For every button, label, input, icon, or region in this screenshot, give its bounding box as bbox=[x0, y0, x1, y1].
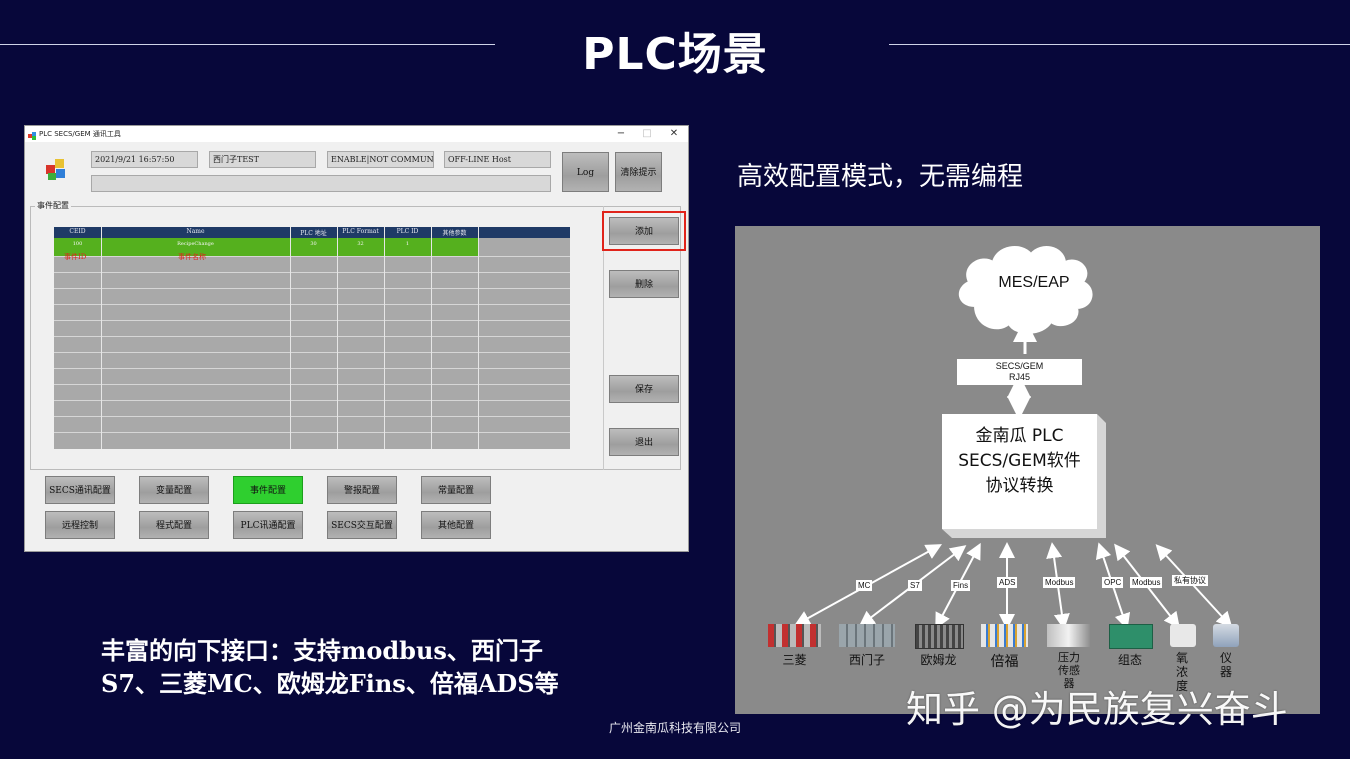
box-line3: 协议转换 bbox=[985, 476, 1054, 496]
delete-button[interactable]: 删除 bbox=[609, 270, 679, 298]
company-footer: 广州金南瓜科技有限公司 bbox=[608, 721, 741, 735]
description-line-2: S7、三菱MC、欧姆龙Fins、倍福ADS等 bbox=[101, 669, 559, 698]
zhihu-watermark: 知乎 @为民族复兴奋斗 bbox=[906, 688, 1288, 731]
minimize-button[interactable]: − bbox=[616, 128, 626, 139]
device-label-config: 组态 bbox=[1117, 653, 1142, 667]
app-icon bbox=[28, 130, 36, 140]
description-line-1: 丰富的向下接口：支持modbus、西门子 bbox=[101, 636, 543, 665]
tagline: 高效配置模式，无需编程 bbox=[737, 162, 1024, 192]
device-label-pressure-sensor: 压力传感器 bbox=[1058, 651, 1080, 690]
link-label-line1: SECS/GEM bbox=[995, 361, 1044, 371]
slide-title: PLC场景 bbox=[582, 29, 768, 80]
nav-event-config[interactable]: 事件配置 bbox=[233, 476, 303, 504]
panel-divider bbox=[603, 206, 604, 470]
comm-state-field: ENABLE|NOT COMMUNICATI bbox=[327, 151, 434, 168]
window-title: PLC SECS/GEM 通讯工具 bbox=[39, 130, 121, 138]
group-label: 事件配置 bbox=[35, 200, 71, 211]
exit-button[interactable]: 退出 bbox=[609, 428, 679, 456]
col-header-plc-format: PLC Format bbox=[342, 228, 379, 235]
oxygen-sensor-image bbox=[1170, 624, 1196, 647]
box-line1: 金南瓜 PLC bbox=[975, 426, 1064, 446]
nav-secs-interaction-config[interactable]: SECS交互配置 bbox=[327, 511, 397, 539]
table-header bbox=[54, 227, 570, 238]
cloud-label: MES/EAP bbox=[998, 274, 1070, 291]
annotation-event-name: 事件名称 bbox=[178, 253, 206, 261]
header-rule-right bbox=[889, 44, 1350, 45]
protocol-private: 私有协议 bbox=[1172, 575, 1208, 586]
device-label-siemens: 西门子 bbox=[848, 653, 885, 667]
maximize-button[interactable]: □ bbox=[642, 128, 652, 139]
nav-plc-comm-config[interactable]: PLC讯通配置 bbox=[233, 511, 303, 539]
pressure-sensor-image bbox=[1047, 624, 1090, 647]
event-table[interactable]: CEID Name PLC 地址 PLC Format PLC ID 其他参数 … bbox=[54, 227, 570, 449]
config-board-image bbox=[1109, 624, 1153, 649]
add-button-highlight bbox=[602, 211, 686, 251]
header-rule-left bbox=[0, 44, 495, 45]
message-bar bbox=[91, 175, 551, 192]
clear-messages-button[interactable]: 清除提示 bbox=[615, 152, 662, 192]
col-header-plc-id: PLC ID bbox=[396, 228, 419, 235]
protocol-modbus-2: Modbus bbox=[1130, 577, 1163, 588]
siemens-plc-image bbox=[839, 624, 895, 647]
protocol-s7: S7 bbox=[908, 580, 922, 591]
nav-variable-config[interactable]: 变量配置 bbox=[139, 476, 209, 504]
device-label-oxygen: 氧浓度 bbox=[1175, 651, 1188, 693]
protocol-ads: ADS bbox=[997, 577, 1018, 588]
beckhoff-plc-image bbox=[981, 624, 1028, 647]
cell-plc-format: 32 bbox=[357, 241, 364, 247]
col-header-name: Name bbox=[186, 228, 205, 235]
box-line2: SECS/GEM软件 bbox=[958, 451, 1081, 471]
interface-description: 丰富的向下接口：支持modbus、西门子 S7、三菱MC、欧姆龙Fins、倍福A… bbox=[101, 634, 559, 700]
nav-secs-comm-config[interactable]: SECS通讯配置 bbox=[45, 476, 115, 504]
cell-ceid: 100 bbox=[72, 241, 83, 247]
mitsubishi-plc-image bbox=[768, 624, 821, 647]
col-header-ceid: CEID bbox=[69, 228, 86, 235]
instrument-image bbox=[1213, 624, 1239, 647]
control-state-field: OFF-LINE Host bbox=[444, 151, 551, 168]
omron-plc-image bbox=[915, 624, 964, 649]
logo-cubes-icon bbox=[44, 156, 70, 182]
col-header-plc-address: PLC 地址 bbox=[300, 230, 327, 237]
annotation-event-id: 事件ID bbox=[64, 253, 87, 261]
nav-other-config[interactable]: 其他配置 bbox=[421, 511, 491, 539]
table-row[interactable] bbox=[54, 238, 478, 256]
diagram-graphics bbox=[793, 246, 1233, 630]
protocol-mc: MC bbox=[856, 580, 873, 591]
datetime-field: 2021/9/21 16:57:50 bbox=[91, 151, 198, 168]
nav-program-config[interactable]: 程式配置 bbox=[139, 511, 209, 539]
protocol-fins: Fins bbox=[951, 580, 971, 591]
event-config-group bbox=[30, 206, 681, 470]
close-button[interactable]: ✕ bbox=[669, 128, 679, 139]
device-label-instrument: 仪器 bbox=[1219, 651, 1232, 679]
cell-name: RecipeChange bbox=[177, 241, 214, 247]
cell-plc-id: 1 bbox=[405, 241, 410, 247]
nav-constant-config[interactable]: 常量配置 bbox=[421, 476, 491, 504]
protocol-modbus-1: Modbus bbox=[1043, 577, 1076, 588]
plc-tool-window: PLC SECS/GEM 通讯工具 − □ ✕ 2021/9/21 16:57:… bbox=[24, 125, 689, 552]
add-button[interactable]: 添加 bbox=[609, 217, 679, 245]
architecture-diagram: MES/EAP SECS/GEM RJ45 金南瓜 PLC SECS/GEM软件… bbox=[735, 226, 1320, 714]
col-header-other: 其他参数 bbox=[442, 230, 467, 237]
protocol-opc: OPC bbox=[1102, 577, 1124, 588]
device-name-field: 西门子TEST bbox=[209, 151, 316, 168]
nav-remote-control[interactable]: 远程控制 bbox=[45, 511, 115, 539]
link-label-box bbox=[957, 359, 1082, 385]
device-label-omron: 欧姆龙 bbox=[920, 653, 957, 667]
link-label-line2: RJ45 bbox=[1008, 372, 1030, 382]
device-label-mitsubishi: 三菱 bbox=[782, 653, 807, 667]
save-button[interactable]: 保存 bbox=[609, 375, 679, 403]
log-button[interactable]: Log bbox=[562, 152, 609, 192]
cell-plc-address: 30 bbox=[310, 241, 317, 247]
device-label-beckhoff: 倍福 bbox=[990, 654, 1019, 670]
window-titlebar: PLC SECS/GEM 通讯工具 − □ ✕ bbox=[25, 126, 688, 142]
nav-alarm-config[interactable]: 警报配置 bbox=[327, 476, 397, 504]
